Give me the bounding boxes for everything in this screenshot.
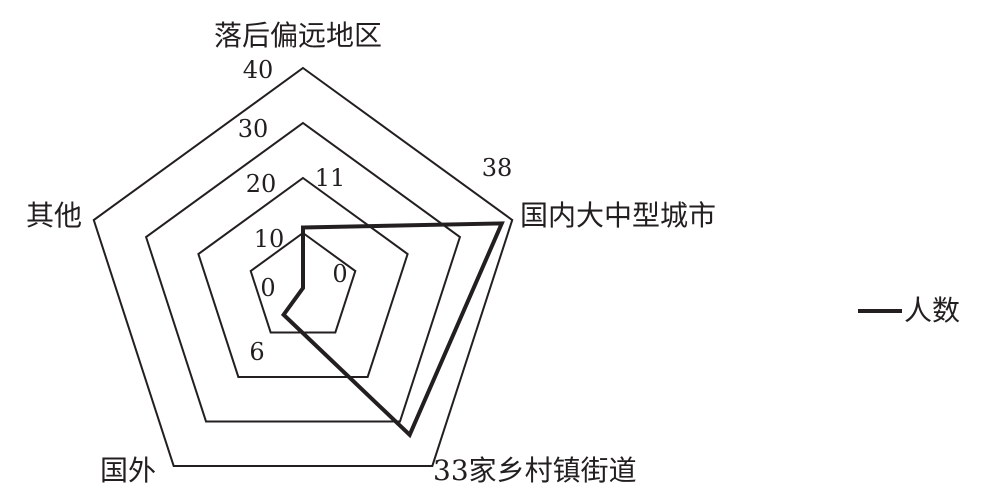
category-label-1: 落后偏远地区 [214,19,382,52]
tick-label-30: 30 [238,115,269,143]
tick-label-0: 0 [260,274,275,302]
legend-label: 人数 [904,294,960,327]
grid-ring-20 [197,176,409,378]
category-label-5: 其他 [26,199,82,232]
data-label-2: 38 [482,154,513,182]
data-label-5: 0 [332,260,347,288]
series-line-0 [280,221,505,439]
category-label-4: 国外 [100,454,156,487]
category-label-2: 国内大中型城市 [520,199,716,232]
tick-label-10: 10 [254,225,285,253]
data-label-1: 11 [315,164,346,192]
tick-label-20: 20 [246,170,277,198]
data-label-4: 6 [249,338,264,366]
tick-label-40: 40 [243,56,274,84]
grid-ring-40 [92,66,514,467]
category-label-3: 33家乡村镇街道 [433,454,637,487]
grid-ring-30 [144,121,462,423]
